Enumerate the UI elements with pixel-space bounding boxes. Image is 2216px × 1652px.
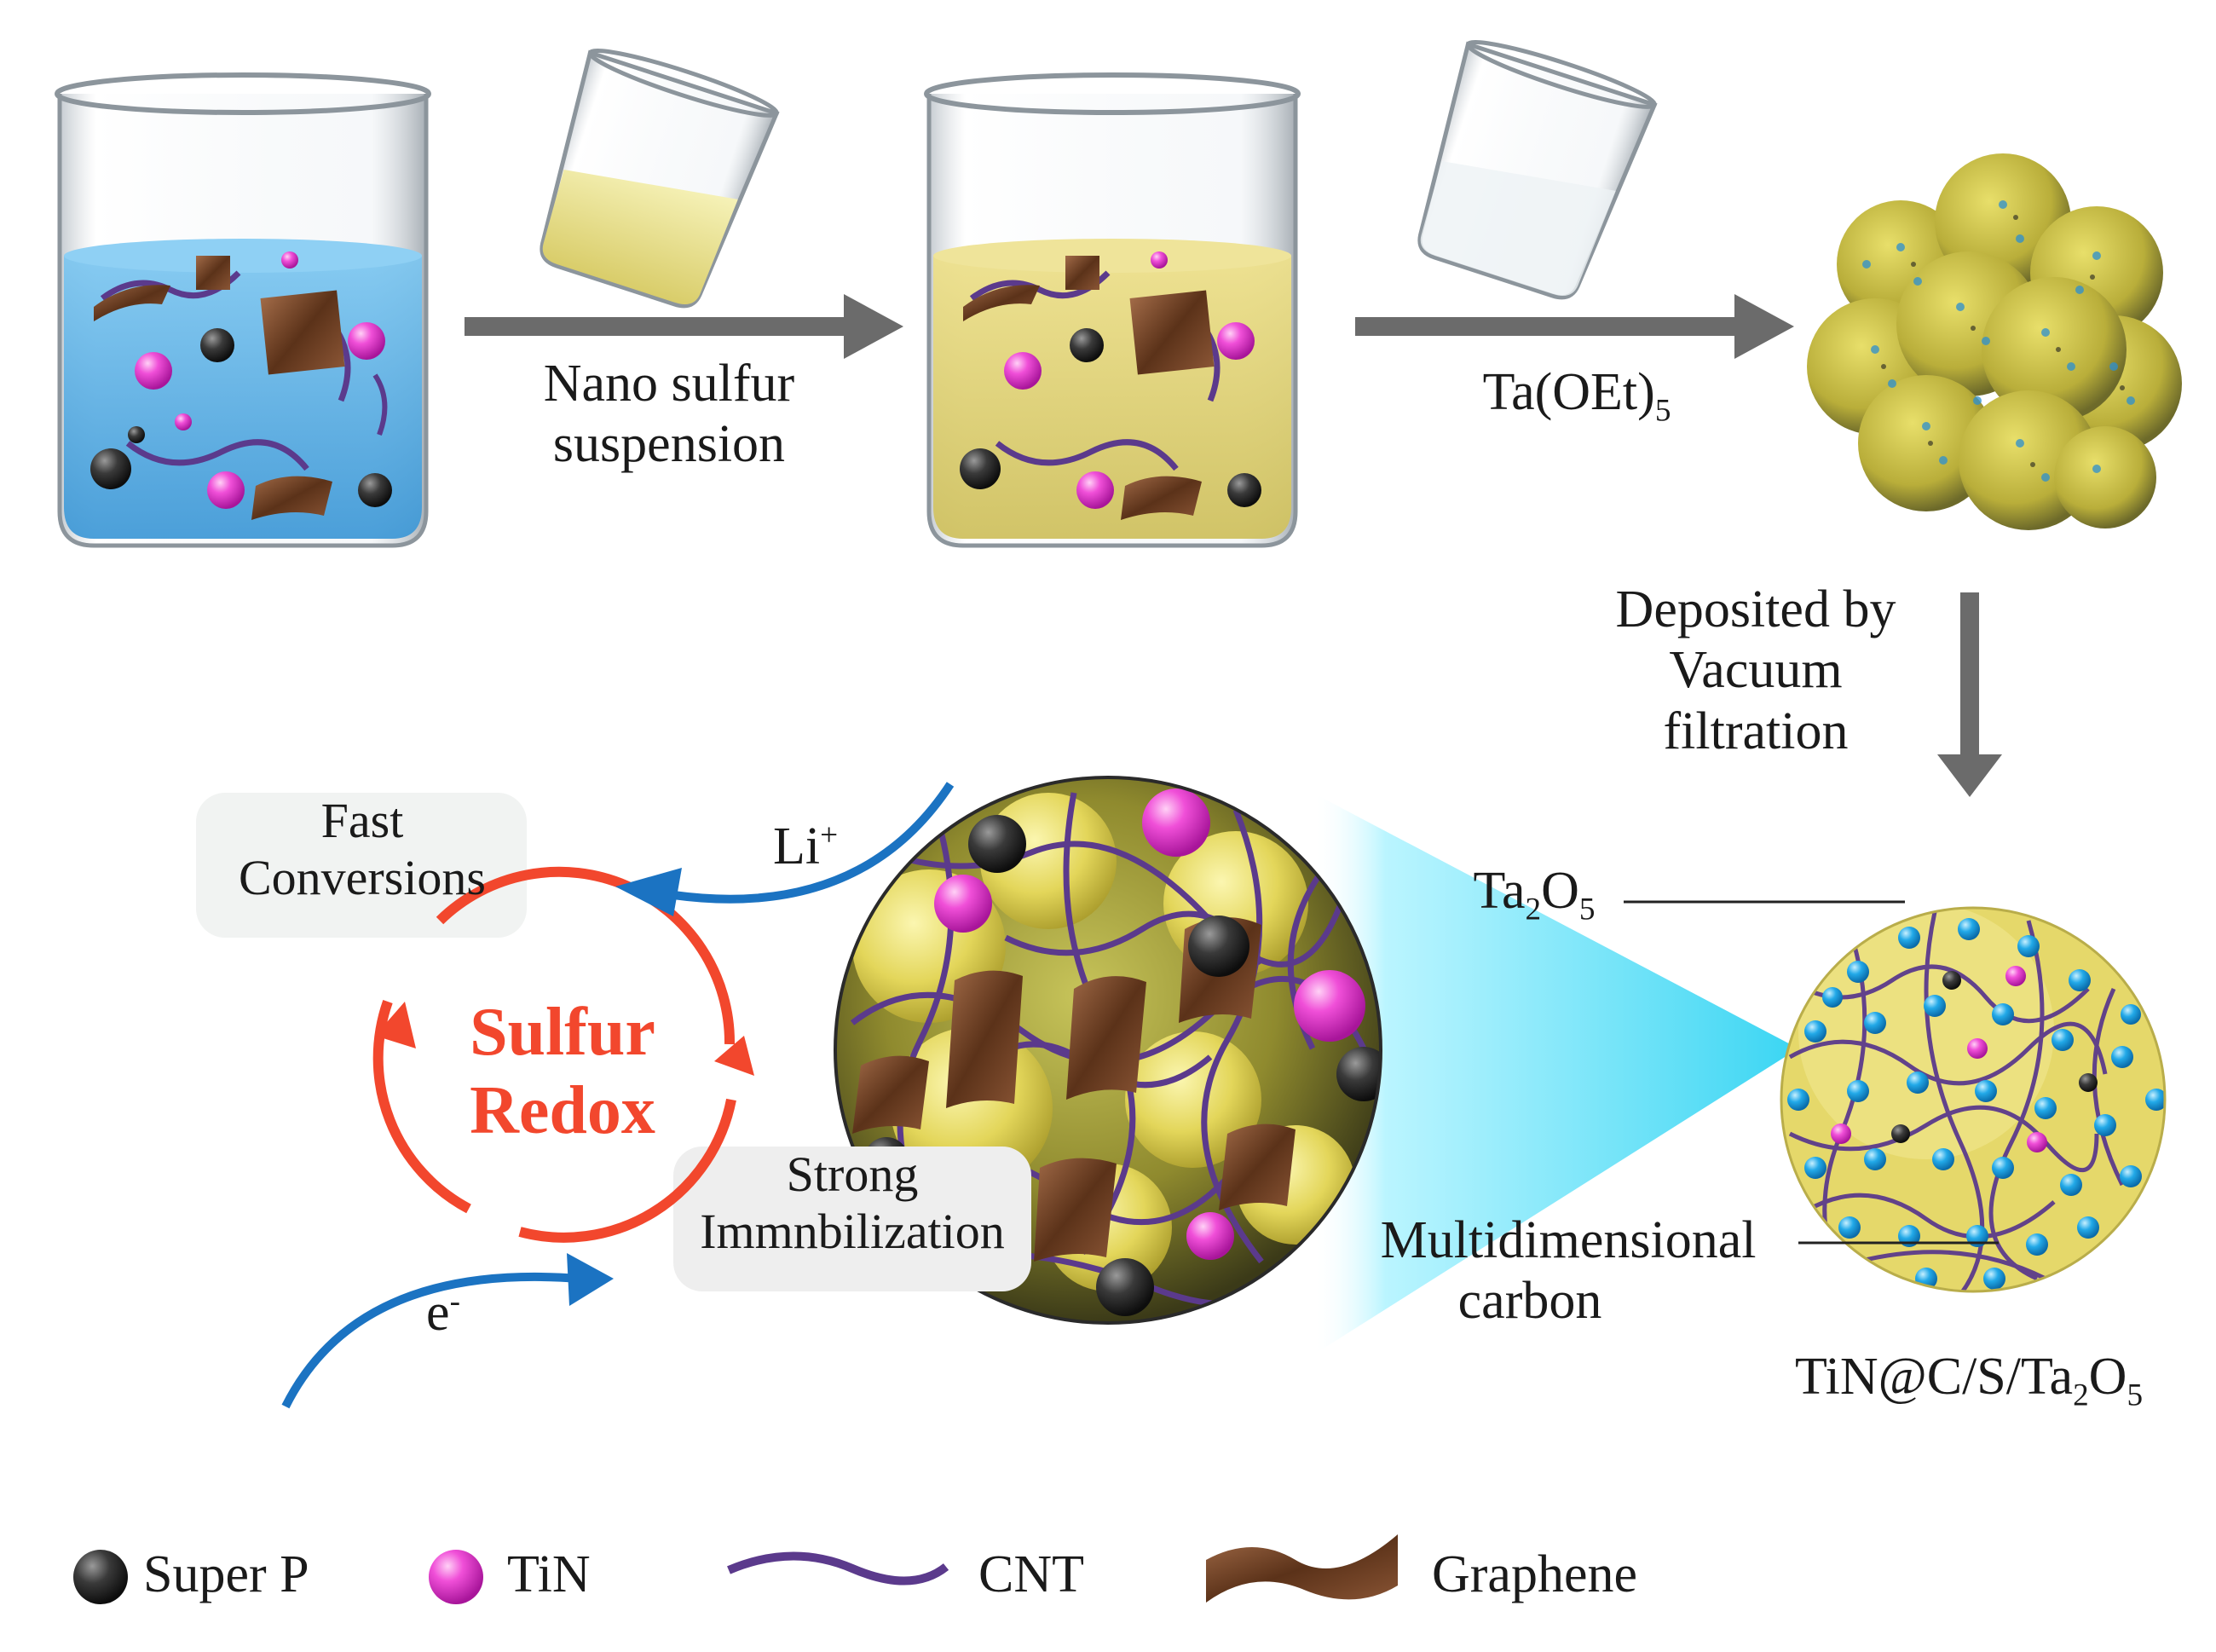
fast-label-line1: Fast [320,793,404,848]
li-sup: + [820,817,839,853]
brown-sheet-icon [1206,1534,1398,1603]
legend-item-cnt: CNT [978,1545,1084,1603]
black-sphere-icon [73,1550,128,1604]
ta2o5-label: Ta2O5 [1449,861,1619,928]
sulfur-redox-label: Sulfur Redox [418,993,707,1150]
e-base: e [426,1284,450,1342]
li-flow-arrow [672,782,955,904]
beaker-yellow [924,72,1301,548]
product-mid: O [2088,1348,2127,1406]
step2-label: Ta(OEt)5 [1406,362,1747,430]
fast-label-line2: Conversions [239,849,486,905]
product-sub2: 5 [2127,1378,2144,1413]
legend-item-tin: TiN [507,1545,591,1603]
strong-immobilization-box [673,1147,1031,1291]
product-sub1: 2 [2073,1378,2089,1413]
step3-label: Deposited by Vacuum filtration [1585,580,1926,762]
e-sup: - [449,1284,460,1320]
strong-immobilization-label: Strong Immnbilization [665,1147,1040,1260]
step2-label-sub: 5 [1654,393,1671,429]
step3-label-line2: Vacuum [1669,641,1843,700]
redox-label-line2: Redox [470,1073,655,1148]
ta2o5-sub1: 2 [1525,892,1542,927]
pouring-beaker-yellow [540,48,780,309]
redox-arrowheads [375,1002,754,1076]
multidimensional-carbon-label: Multidimensional carbon [1338,1210,1798,1332]
product-label: TiN@C/S/Ta2O5 [1739,1347,2199,1414]
fast-conversions-box [196,793,527,938]
fast-conversions-label: Fast Conversions [183,793,541,906]
ta2o5-mid: O [1541,862,1579,920]
step3-label-line1: Deposited by [1615,581,1896,638]
legend-item-super-p: Super P [143,1545,309,1603]
pink-sphere-icon [429,1550,483,1604]
li-ion-label: Li+ [750,817,861,877]
carbon-label-line1: Multidimensional [1380,1211,1757,1269]
pouring-beaker-clear [1417,39,1658,300]
step2-label-base: Ta(OEt) [1482,363,1655,421]
legend-item-graphene: Graphene [1432,1545,1637,1603]
electron-label: e- [396,1283,490,1343]
arrow-step3-down [1937,592,2002,797]
particle-cluster [1807,153,2182,530]
step1-label-line1: Nano sulfur [543,355,795,413]
step3-label-line3: filtration [1663,702,1849,760]
step1-label: Nano sulfur suspension [499,354,840,476]
step1-label-line2: suspension [552,415,786,474]
carbon-label-line2: carbon [1457,1272,1602,1331]
final-particle [1780,906,2167,1293]
strong-label-line2: Immnbilization [700,1203,1005,1259]
product-base: TiN@C/S/Ta [1794,1348,2074,1406]
arrow-step2 [1355,294,1794,359]
zoom-beam [1313,793,1798,1355]
ta2o5-base: Ta [1473,862,1526,920]
li-base: Li [772,817,821,875]
redox-label-line1: Sulfur [470,995,655,1070]
beaker-blue [55,72,431,548]
ta2o5-sub2: 5 [1578,892,1596,927]
strong-label-line1: Strong [786,1147,919,1202]
arrow-step1 [465,294,903,359]
electron-flow-arrow [281,1272,580,1409]
li-flow-arrowhead [615,868,682,916]
electron-flow-arrowhead [567,1253,614,1306]
purple-wave-icon [727,1551,949,1586]
